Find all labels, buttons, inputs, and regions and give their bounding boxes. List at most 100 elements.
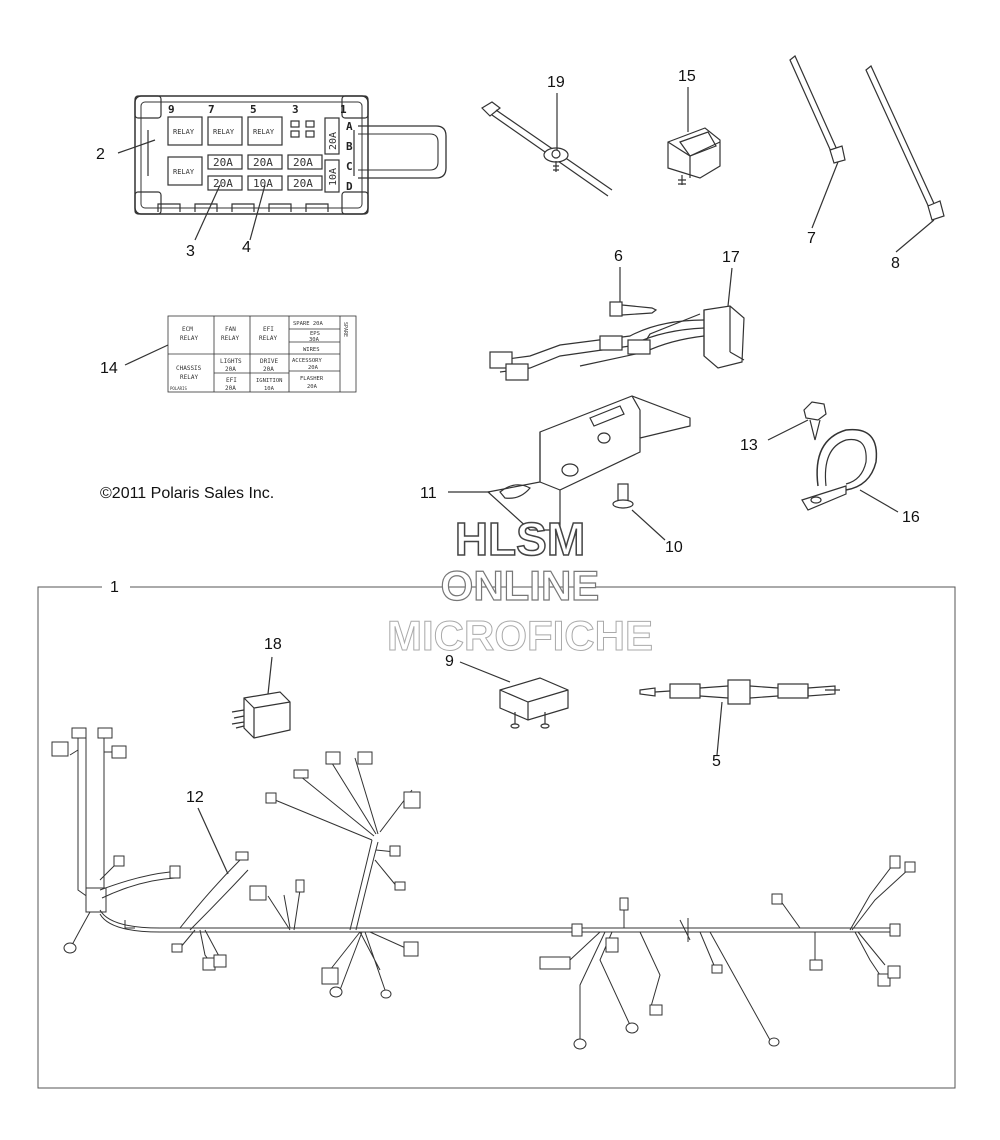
bolt-6 xyxy=(609,301,658,317)
decal-efi-relay-2: RELAY xyxy=(259,335,277,342)
decal-drive-2: 20A xyxy=(263,366,274,373)
harness-17 xyxy=(489,305,745,381)
leader-3 xyxy=(194,184,221,241)
screw-10 xyxy=(612,483,634,509)
fuse-box-num-1: 1 xyxy=(340,103,347,116)
cable-tie-8 xyxy=(865,65,945,221)
decal-efi-fuse-1: EFI xyxy=(226,377,237,384)
fuse-box-num-9: 9 xyxy=(168,103,175,116)
decal-efi-relay-1: EFI xyxy=(263,326,274,333)
bracket-11 xyxy=(486,395,691,531)
decal-ignition-2: 10A xyxy=(264,386,275,392)
decal-flasher-2: 20A xyxy=(307,384,318,390)
inline-fuse-5 xyxy=(639,679,840,705)
relay-label-2: RELAY xyxy=(213,128,235,136)
decal-fan-2: RELAY xyxy=(221,335,239,342)
fuse-r2-c3: 20A xyxy=(293,177,313,190)
decal-chassis-1: CHASSIS xyxy=(176,365,202,372)
leader-18 xyxy=(267,656,273,695)
p-clamp-16 xyxy=(801,428,878,511)
decal-flasher-1: FLASHER xyxy=(300,376,324,382)
fuse-box-row-d: D xyxy=(346,180,353,193)
relay-18 xyxy=(231,691,291,739)
decal-efi-fuse-2: 20A xyxy=(225,385,236,392)
decal-eps-1: EPS xyxy=(310,331,320,337)
decal-ecm-2: RELAY xyxy=(180,335,198,342)
leader-4 xyxy=(249,184,266,241)
callout-10: 10 xyxy=(665,539,683,556)
push-rivet-13 xyxy=(803,401,827,441)
callout-3: 3 xyxy=(186,243,195,260)
callout-8: 8 xyxy=(891,255,900,272)
callout-14: 14 xyxy=(100,360,118,377)
watermark-line-1: HLSM xyxy=(454,512,586,566)
decal-wires: WIRES xyxy=(303,347,320,353)
fuse-box-num-3: 3 xyxy=(292,103,299,116)
label-decal: ECM RELAY FAN RELAY EFI RELAY SPARE 20A … xyxy=(167,315,357,393)
fuse-box-row-a: A xyxy=(346,120,353,133)
cable-tie-7 xyxy=(789,55,846,164)
kit-boundary xyxy=(37,586,956,1089)
decal-chassis-2: RELAY xyxy=(180,374,198,381)
decal-lights-2: 20A xyxy=(225,366,236,373)
callout-16: 16 xyxy=(902,509,920,526)
callout-12: 12 xyxy=(186,789,204,806)
leader-8 xyxy=(895,219,935,253)
fuse-box: RELAY RELAY RELAY RELAY 20A 20A 20A 20A … xyxy=(134,95,447,215)
fuse-box-row-b: B xyxy=(346,140,353,153)
leader-12 xyxy=(197,807,229,875)
fuse-r1-c2: 20A xyxy=(253,156,273,169)
decal-lights-1: LIGHTS xyxy=(220,358,242,365)
callout-19: 19 xyxy=(547,74,565,91)
watermark-line-3: MICROFICHE xyxy=(387,612,654,660)
leader-2 xyxy=(117,139,156,154)
decal-accessory-1: ACCESSORY xyxy=(292,358,322,364)
side-fuse-a: 20A xyxy=(328,132,339,150)
wiring-harness-12 xyxy=(51,727,916,1050)
fuse-r2-c1: 20A xyxy=(213,177,233,190)
decal-brand: POLARIS xyxy=(170,386,187,391)
decal-ignition-1: IGNITION xyxy=(256,378,283,384)
fuse-r1-c3: 20A xyxy=(293,156,313,169)
callout-4: 4 xyxy=(242,239,251,256)
fuse-box-num-7: 7 xyxy=(208,103,215,116)
decal-spare: SPARE 20A xyxy=(293,321,323,327)
leader-9 xyxy=(459,661,511,683)
callout-17: 17 xyxy=(722,249,740,266)
decal-fan-1: FAN xyxy=(225,326,236,333)
watermark-line-2: ONLINE xyxy=(440,561,600,609)
callout-6: 6 xyxy=(614,248,623,265)
relay-label-3: RELAY xyxy=(253,128,275,136)
callout-11: 11 xyxy=(420,485,437,502)
callout-9: 9 xyxy=(445,653,454,670)
decal-accessory-2: 20A xyxy=(308,365,319,371)
leader-17 xyxy=(727,267,733,307)
callout-7: 7 xyxy=(807,230,816,247)
decal-side-text: SPARE xyxy=(342,322,348,337)
callout-18: 18 xyxy=(264,636,282,653)
leader-10 xyxy=(631,509,666,541)
circuit-breaker-9 xyxy=(499,677,569,729)
leader-14 xyxy=(124,344,169,366)
relay-label-4: RELAY xyxy=(173,168,195,176)
fuse-box-num-5: 5 xyxy=(250,103,257,116)
wire-clip xyxy=(667,127,721,185)
side-fuse-c: 10A xyxy=(328,168,339,186)
callout-13: 13 xyxy=(740,437,758,454)
decal-ecm-1: ECM xyxy=(182,326,193,333)
callout-1: 1 xyxy=(110,579,119,596)
callout-2: 2 xyxy=(96,146,105,163)
leader-5 xyxy=(716,701,723,756)
decal-drive-1: DRIVE xyxy=(260,358,278,365)
cable-tie-clip xyxy=(481,101,613,197)
copyright-text: ©2011 Polaris Sales Inc. xyxy=(100,485,275,502)
fuse-r2-c2: 10A xyxy=(253,177,273,190)
fuse-box-row-c: C xyxy=(346,160,353,173)
decal-eps-2: 30A xyxy=(309,337,320,343)
leader-7 xyxy=(811,161,839,229)
relay-label-1: RELAY xyxy=(173,128,195,136)
fuse-r1-c1: 20A xyxy=(213,156,233,169)
leader-13 xyxy=(767,419,809,441)
